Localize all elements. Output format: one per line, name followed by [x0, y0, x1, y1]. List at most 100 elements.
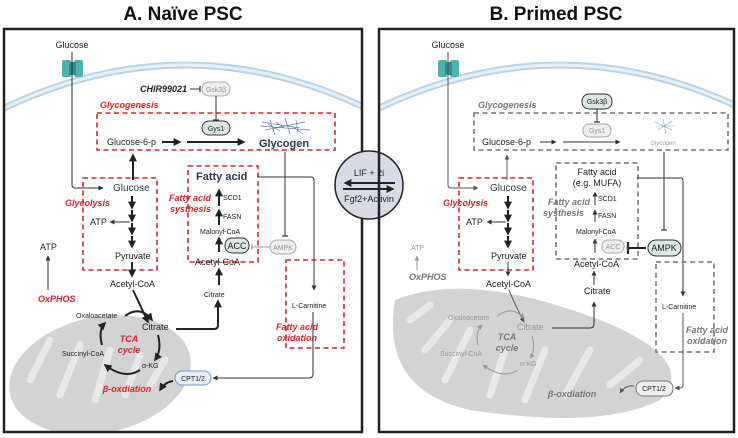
svg-text:ACC: ACC [606, 244, 621, 251]
svg-text:ACC: ACC [227, 241, 247, 251]
scd1: SCD1 [223, 195, 242, 202]
glycolysis-label: Glycolysis [443, 198, 488, 208]
fa-synthesis-label-1: Fatty acid [169, 193, 212, 203]
atp-oxphos: ATP [411, 245, 424, 252]
oxaloacetate: Oxaloacetate [76, 313, 117, 320]
glycogenesis-box [96, 112, 336, 151]
panel-title-primed: B. Primed PSC [489, 4, 622, 25]
l-carnitine: L-Carnitine [292, 303, 326, 310]
oxphos-label: OxPHOS [38, 294, 76, 304]
tca-label-1: TCA [498, 332, 517, 342]
fasn: FASN [223, 214, 241, 221]
state-transition: LIF + 2i Fgf2+Activin [334, 150, 404, 220]
oxphos-label: OxPHOS [409, 272, 447, 282]
svg-text:Gsk3β: Gsk3β [587, 99, 607, 106]
glycogen-icon [654, 118, 674, 135]
svg-text:AMPK: AMPK [651, 243, 677, 253]
glycolysis-label: Glycolysis [65, 198, 110, 208]
succinyl-coa: Succinyl-CoA [440, 351, 482, 358]
fatty-acid-oxidation-box [655, 261, 715, 353]
fa-synthesis-label-2: systhesis [170, 204, 211, 214]
svg-text:CPT1/2: CPT1/2 [642, 386, 666, 393]
fa-oxidation-label-2: oxidation [277, 333, 318, 343]
acc-node [224, 237, 250, 254]
tca-label-1: TCA [120, 334, 139, 344]
panel-title-naive: A. Naïve PSC [123, 4, 243, 25]
svg-text:AMPK: AMPK [273, 245, 293, 252]
cell-frame [2, 27, 364, 434]
svg-text:CPT1/2: CPT1/2 [181, 376, 205, 383]
panel-naive-psc: A. Naïve PSC Glucose CHIR99021 Gsk3β Gly… [2, 4, 364, 434]
alpha-kg: α-KG [142, 363, 159, 370]
lif-2i-label: LIF + 2i [354, 168, 384, 178]
ampk-node [647, 239, 682, 257]
fasn: FASN [598, 213, 616, 220]
glycogenesis-label: Glycogenesis [478, 100, 537, 110]
pyruvate: Pyruvate [491, 251, 527, 261]
cpt1-2-node [635, 380, 674, 397]
fatty-acid-example: (e.g. MUFA) [573, 178, 622, 188]
fa-oxidation-label-1: Fatty acid [276, 322, 319, 332]
tca-label-2: cycle [118, 345, 141, 355]
glycogenesis-label: Glycogenesis [100, 100, 159, 110]
glycogen-label: Glycogen [650, 141, 675, 147]
glycogen-label: Glycogen [259, 138, 309, 150]
citrate-cytosol: Citrate [584, 286, 611, 296]
chir99021-label: CHIR99021 [140, 84, 187, 94]
scd1: SCD1 [598, 196, 617, 203]
beta-oxidation-label: β-oxdiation [547, 389, 597, 399]
glucose: Glucose [490, 183, 527, 194]
fatty-acid: Fatty acid [577, 167, 616, 177]
svg-text:Gsk3β: Gsk3β [206, 87, 226, 94]
glucose-transporter-icon [438, 60, 459, 77]
cpt1-2-node [174, 370, 212, 386]
alpha-kg: α-KG [520, 361, 537, 368]
fgf2-activin-label: Fgf2+Activin [344, 194, 394, 204]
tca-label-2: cycle [496, 343, 519, 353]
pyruvate: Pyruvate [115, 251, 151, 261]
glycogen-icon [259, 117, 311, 136]
fatty-acid: Fatty acid [196, 171, 247, 183]
gys1-node [582, 123, 612, 138]
glycolysis-box [458, 177, 534, 271]
oxaloacetate: Oxaloacetate [448, 315, 489, 322]
acetyl-coa-mito: Acetyl-CoA [486, 279, 531, 289]
fa-synthesis-label-1: Fatty acid [548, 197, 591, 207]
citrate-mito: Citrate [142, 322, 169, 332]
glucose-uptake-arrow [71, 52, 104, 191]
fatty-acid-synthesis-box [187, 165, 259, 263]
fa-oxidation-label-2: oxidation [687, 336, 728, 346]
atp-glycolysis: ATP [90, 217, 107, 227]
acc-node [601, 239, 625, 254]
glucose-extracellular: Glucose [431, 40, 464, 50]
malonyl-coa: Malonyl-CoA [576, 229, 616, 236]
gys1-node [201, 120, 231, 136]
acetyl-coa: Acetyl-CoA [195, 257, 240, 267]
glycogenesis-box [473, 112, 729, 151]
fatty-acid-oxidation-box [285, 259, 345, 349]
glucose: Glucose [113, 183, 150, 194]
acetyl-coa: Acetyl-CoA [574, 259, 619, 269]
glucose-6-p: Glucose-6-p [482, 137, 531, 147]
citrate-cytosol: Citrate [204, 292, 225, 299]
acetyl-coa-mito: Acetyl-CoA [110, 279, 155, 289]
cell-frame [377, 27, 736, 434]
panel-primed-psc: B. Primed PSC Glucose Gsk3β Glycogenesis… [377, 4, 736, 434]
atp-glycolysis: ATP [466, 217, 483, 227]
glucose-extracellular: Glucose [55, 40, 88, 50]
mitochondrion [9, 315, 191, 432]
malonyl-coa: Malonyl-CoA [200, 229, 240, 236]
atp-oxphos: ATP [40, 242, 57, 252]
fatty-acid-synthesis-box [555, 162, 639, 260]
beta-oxidation-label: β-oxdiation [102, 384, 152, 394]
succinyl-coa: Succinyl-CoA [62, 351, 104, 358]
fa-synthesis-label-2: systhesis [543, 208, 584, 218]
svg-text:Gys1: Gys1 [589, 128, 605, 135]
glucose-6-p: Glucose-6-p [107, 137, 156, 147]
svg-text:Gys1: Gys1 [208, 126, 224, 133]
l-carnitine: L-Carnitine [662, 304, 696, 311]
ampk-node [269, 239, 297, 255]
glycolysis-box [82, 177, 158, 271]
citrate-mito: Citrate [517, 322, 544, 332]
